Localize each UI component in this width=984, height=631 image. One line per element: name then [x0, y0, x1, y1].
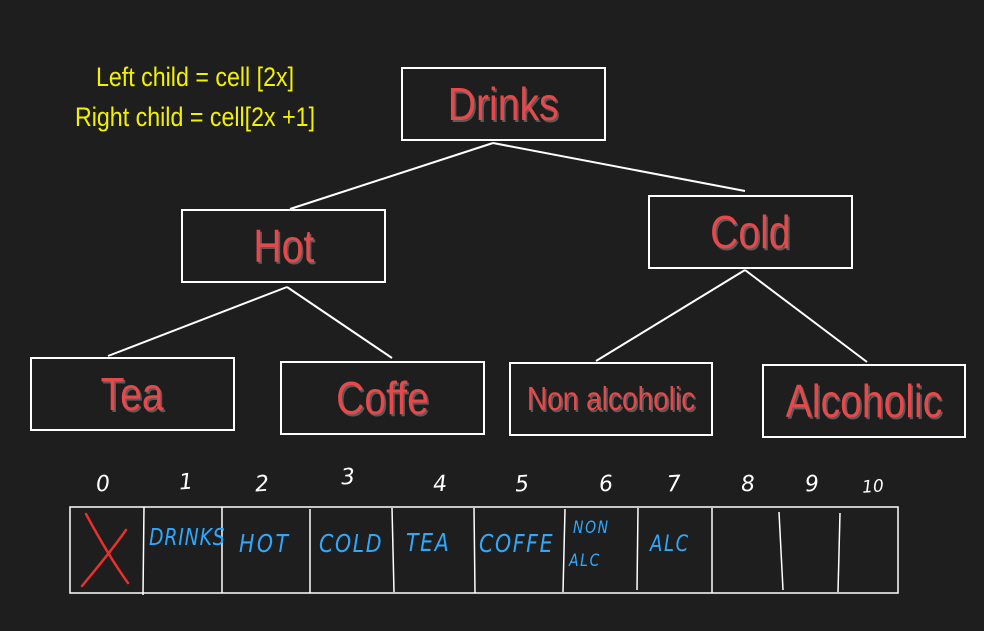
edge-hot-tea — [107, 286, 288, 357]
node-coffe: Coffe — [280, 361, 485, 435]
node-drinks: Drinks — [401, 67, 606, 141]
array-index: 2 — [254, 471, 270, 498]
array-divider — [142, 506, 145, 596]
note-left-child: Left child = cell [2x] — [95, 62, 295, 92]
array-cell-3: COLD — [319, 529, 384, 558]
cross-mark-icon — [80, 528, 128, 588]
edge-drinks-cold — [492, 142, 746, 192]
cross-mark-icon — [84, 512, 130, 585]
array-divider — [778, 511, 784, 591]
array-cell-7: ALC — [650, 532, 690, 557]
array-index: 0 — [95, 471, 111, 498]
node-tea: Tea — [30, 357, 235, 431]
array-index: 4 — [432, 471, 448, 498]
array-index: 1 — [178, 469, 194, 496]
node-hot: Hot — [181, 209, 386, 283]
array-divider — [636, 507, 639, 591]
edge-cold-alc — [744, 269, 868, 363]
array-cell-5: COFFE — [479, 529, 555, 558]
array-divider — [391, 507, 395, 593]
array-outline — [69, 506, 899, 594]
node-drinks-label: Drinks — [448, 78, 559, 130]
array-index: 9 — [804, 471, 820, 498]
note-right-child: Right child = cell[2x +1] — [74, 102, 316, 132]
array-index: 6 — [598, 471, 614, 498]
node-coffe-label: Coffe — [336, 372, 429, 424]
array-divider — [473, 507, 476, 594]
array-index: 3 — [340, 464, 356, 491]
node-alcoholic-label: Alcoholic — [785, 375, 943, 427]
edge-drinks-hot — [289, 142, 494, 210]
node-tea-label: Tea — [100, 368, 165, 420]
node-non-alcoholic-label: Non alcoholic — [526, 380, 696, 417]
array-cell-4: TEA — [406, 528, 451, 557]
node-hot-label: Hot — [253, 220, 314, 272]
node-cold-label: Cold — [710, 206, 791, 258]
node-non-alcoholic: Non alcoholic — [509, 362, 713, 436]
edge-hot-coffe — [286, 286, 393, 359]
array-cell-6-line1: NON — [573, 518, 610, 538]
node-alcoholic: Alcoholic — [762, 364, 966, 438]
array-divider — [837, 512, 841, 593]
array-index: 10 — [861, 476, 885, 498]
edge-cold-nonalc — [595, 269, 746, 362]
array-index: 7 — [666, 471, 682, 498]
array-cell-6-line2: ALC — [569, 551, 601, 571]
array-index: 8 — [740, 471, 756, 498]
array-cell-1: DRINKS — [149, 525, 226, 551]
array-divider — [562, 508, 566, 593]
node-cold: Cold — [648, 195, 853, 269]
array-index: 5 — [514, 471, 530, 498]
array-cell-2: HOT — [239, 529, 291, 558]
